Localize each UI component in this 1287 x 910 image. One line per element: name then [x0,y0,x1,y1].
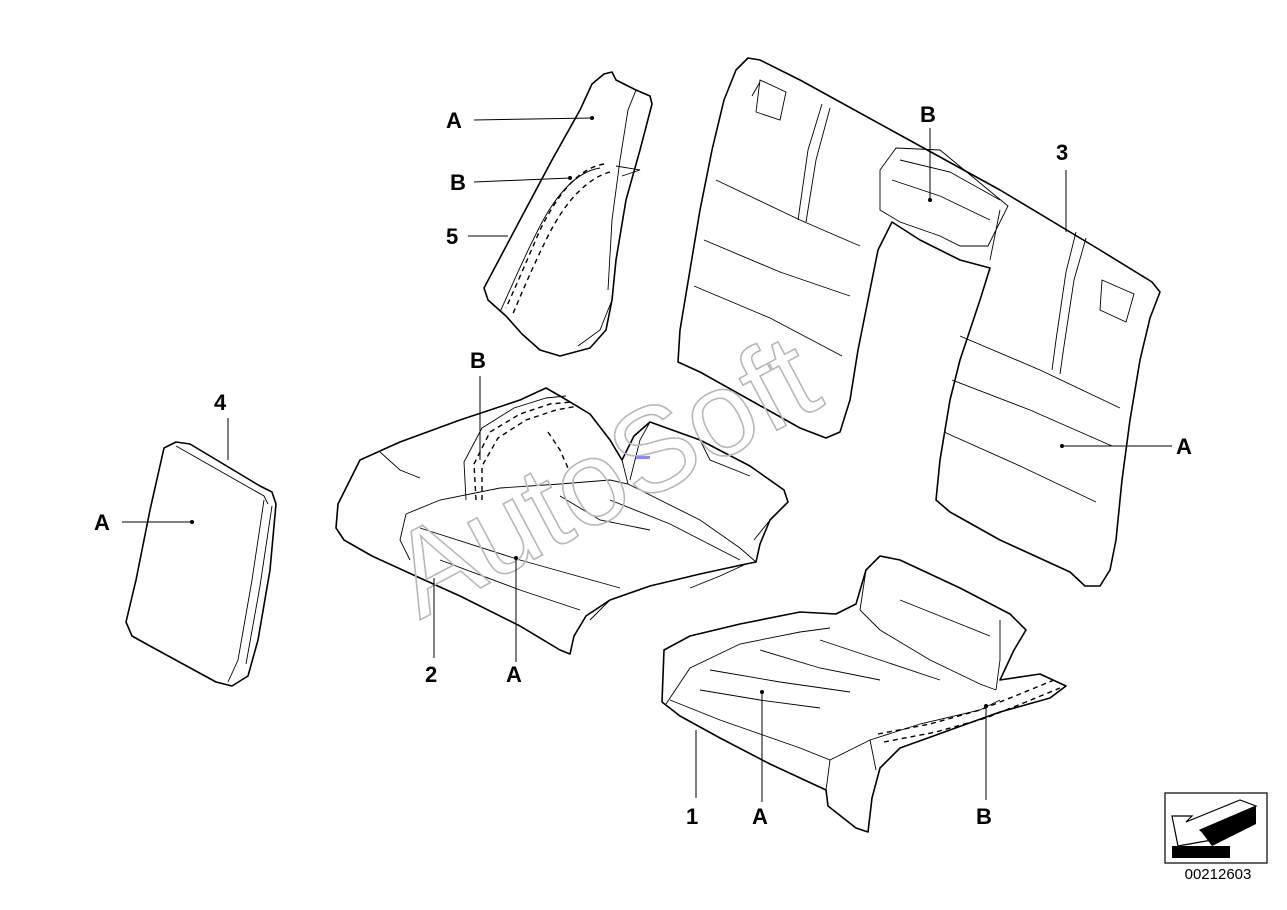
label-part4-number: 4 [214,390,227,415]
part-5-side-bolster[interactable] [483,71,653,357]
part-4-side-cushion[interactable] [125,441,277,687]
part-2-seat-cushion[interactable] [335,387,789,655]
label-part1-B: B [976,804,992,829]
leader-lines [122,116,1172,802]
label-part1-A: A [752,804,768,829]
label-part2-B: B [470,348,486,373]
label-part2-A: A [506,662,522,687]
label-part5-A: A [446,108,462,133]
label-part3-number: 3 [1056,140,1068,165]
label-part4-A: A [94,510,110,535]
label-part5-number: 5 [446,224,458,249]
label-part3-B: B [920,102,936,127]
arrow-nav-icon[interactable] [1164,792,1268,864]
part-1-seat-cushion[interactable] [661,555,1067,833]
part-3-backrest[interactable] [677,57,1161,587]
watermark-dash [636,456,650,459]
label-part2-number: 2 [425,662,437,687]
diagram-id-number: 00212603 [1184,866,1252,883]
label-part1-number: 1 [686,804,698,829]
label-part3-A: A [1176,434,1192,459]
label-part5-B: B [450,170,466,195]
